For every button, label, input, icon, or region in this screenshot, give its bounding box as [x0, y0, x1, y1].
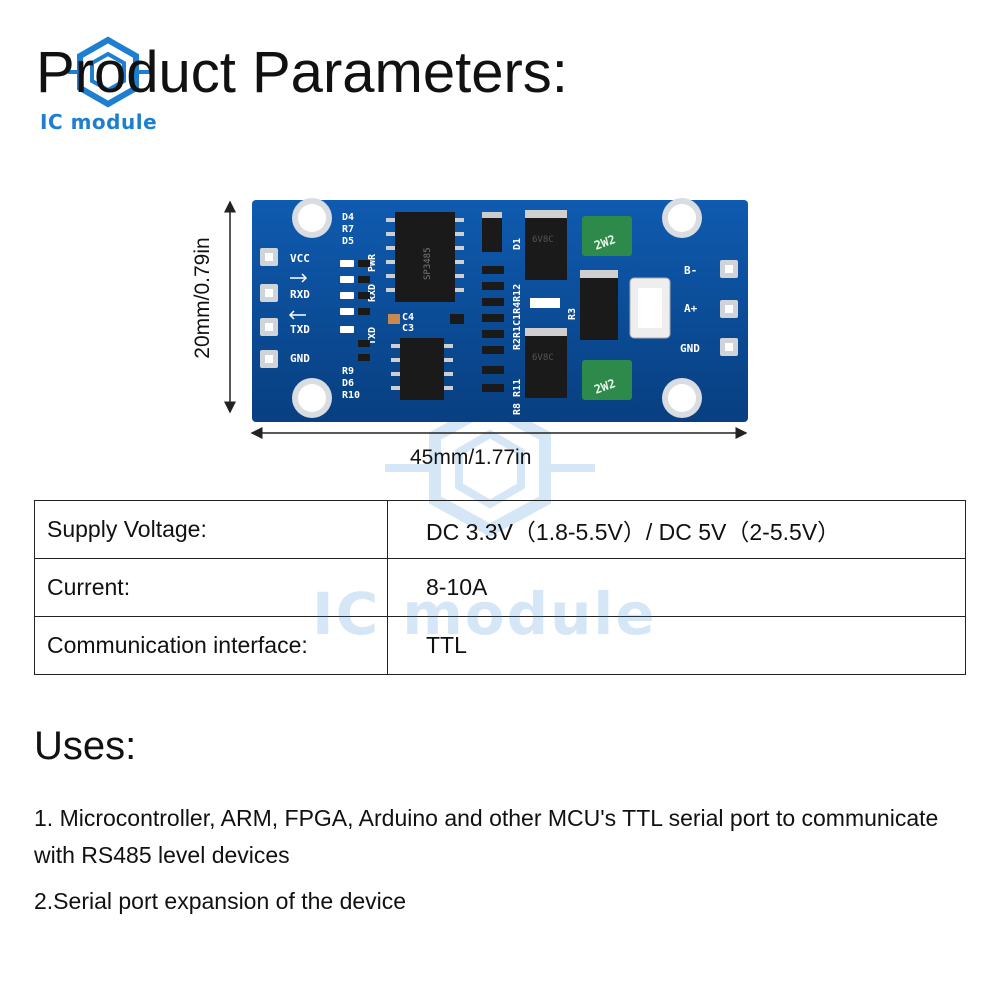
parameters-table: Supply Voltage: DC 3.3V（1.8-5.5V）/ DC 5V… [34, 500, 966, 675]
param-value: TTL [387, 616, 966, 675]
svg-text:R3: R3 [567, 308, 578, 320]
svg-text:PWR: PWR [367, 253, 378, 272]
ic-module-logo [68, 36, 150, 108]
pin-label-rxd: RXD [290, 288, 310, 301]
param-value: 8-10A [387, 558, 966, 617]
svg-text:R10: R10 [342, 390, 360, 401]
page-title: Product Parameters: [36, 40, 568, 105]
pin-label-gnd-right: GND [680, 342, 700, 355]
svg-text:6V8C: 6V8C [532, 235, 554, 245]
svg-text:R7: R7 [342, 224, 354, 235]
param-label: Communication interface: [34, 616, 388, 675]
ic-chip-isolator [400, 338, 444, 400]
param-label: Supply Voltage: [34, 500, 388, 559]
ic-chip-sp3485 [395, 212, 455, 302]
mounting-holes [292, 198, 702, 418]
table-row: Communication interface: TTL [34, 616, 966, 675]
svg-text:2W2: 2W2 [592, 232, 617, 253]
dimension-width-label: 45mm/1.77in [410, 446, 532, 469]
svg-text:C4: C4 [402, 312, 414, 323]
svg-text:SP3485: SP3485 [423, 247, 433, 280]
svg-text:2W2: 2W2 [592, 376, 617, 397]
table-row: Supply Voltage: DC 3.3V（1.8-5.5V）/ DC 5V… [34, 500, 966, 559]
svg-text:R9: R9 [342, 366, 354, 377]
param-value: DC 3.3V（1.8-5.5V）/ DC 5V（2-5.5V） [387, 500, 966, 559]
tvs-diodes [525, 210, 618, 398]
pin-label-gnd: GND [290, 352, 310, 365]
svg-text:R8 R11: R8 R11 [512, 379, 523, 415]
svg-text:C3: C3 [402, 323, 414, 334]
pin-label-vcc: VCC [290, 252, 310, 265]
param-label: Current: [34, 558, 388, 617]
fuses [582, 216, 632, 400]
svg-text:D1: D1 [512, 238, 523, 250]
svg-text:TXD: TXD [367, 327, 378, 345]
left-pin-header [260, 248, 278, 368]
svg-text:RXD: RXD [367, 284, 378, 302]
svg-text:D4: D4 [342, 212, 354, 223]
logo-text: IC module [40, 110, 158, 134]
pin-label-a: A+ [684, 302, 698, 315]
use-item: 2.Serial port expansion of the device [34, 888, 407, 914]
svg-text:R2R1C1R4R12: R2R1C1R4R12 [512, 284, 523, 350]
table-row: Current: 8-10A [34, 558, 966, 617]
dimension-height-label: 20mm/0.79in [191, 237, 214, 359]
right-pin-header [720, 260, 738, 356]
rs485-module-board: VCC RXD TXD GND B- A+ GND D4 R7 D5 R9 D6… [224, 198, 748, 439]
uses-heading: Uses: [34, 724, 137, 768]
svg-text:6V8C: 6V8C [532, 353, 554, 363]
svg-text:D6: D6 [342, 378, 354, 389]
svg-text:D5: D5 [342, 236, 354, 247]
pin-label-txd: TXD [290, 323, 310, 336]
pin-label-b: B- [684, 264, 697, 277]
use-item: 1. Microcontroller, ARM, FPGA, Arduino a… [34, 805, 939, 868]
